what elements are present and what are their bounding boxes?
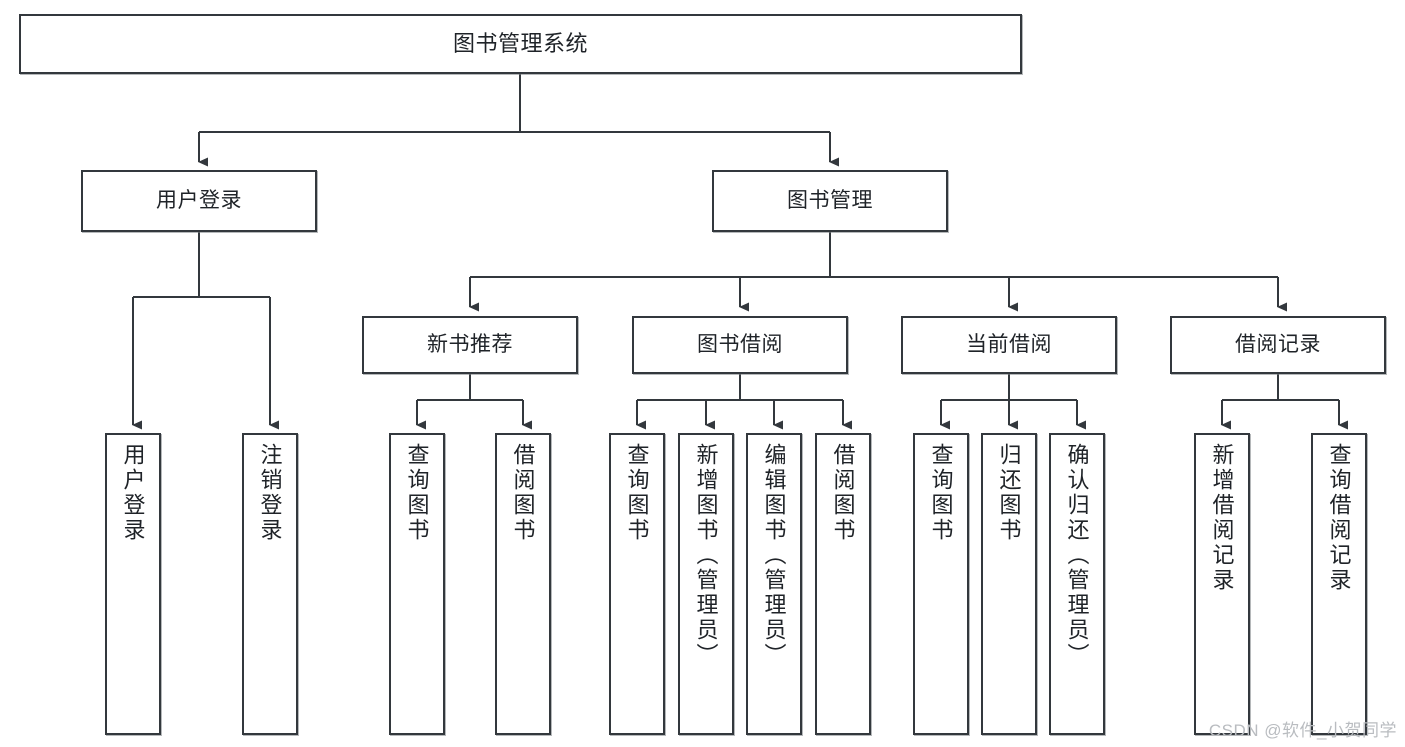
node-leaf-logout[interactable]: 注销登录 (242, 433, 298, 735)
node-label: 图书借阅 (697, 332, 783, 356)
node-label: 借阅图书 (830, 443, 856, 543)
node-leaf-query-borrow-record[interactable]: 查询借阅记录 (1311, 433, 1367, 735)
node-root-system[interactable]: 图书管理系统 (19, 14, 1022, 74)
node-label: 注销登录 (257, 443, 283, 543)
node-leaf-confirm-return-admin[interactable]: 确认归还（管理员） (1049, 433, 1105, 735)
node-leaf-user-login[interactable]: 用户登录 (105, 433, 161, 735)
node-label: 归还图书 (996, 443, 1022, 543)
node-leaf-query-book-borrow[interactable]: 查询图书 (609, 433, 665, 735)
node-label: 确认归还（管理员） (1064, 443, 1090, 668)
node-label: 用户登录 (156, 188, 242, 212)
node-current-borrow[interactable]: 当前借阅 (901, 316, 1117, 374)
node-leaf-query-book-current[interactable]: 查询图书 (913, 433, 969, 735)
node-label: 查询借阅记录 (1326, 443, 1352, 593)
node-label: 借阅记录 (1235, 332, 1321, 356)
node-label: 用户登录 (120, 443, 146, 543)
node-leaf-add-borrow-record[interactable]: 新增借阅记录 (1194, 433, 1250, 735)
node-leaf-borrow-book[interactable]: 借阅图书 (815, 433, 871, 735)
node-book-management[interactable]: 图书管理 (712, 170, 948, 232)
node-label: 编辑图书（管理员） (761, 443, 787, 668)
node-label: 新增图书（管理员） (693, 443, 719, 668)
node-label: 查询图书 (624, 443, 650, 543)
node-label: 图书管理系统 (452, 31, 588, 57)
node-label: 新增借阅记录 (1209, 443, 1235, 593)
node-label: 借阅图书 (510, 443, 536, 543)
node-leaf-edit-book-admin[interactable]: 编辑图书（管理员） (746, 433, 802, 735)
node-leaf-return-book[interactable]: 归还图书 (981, 433, 1037, 735)
node-leaf-add-book-admin[interactable]: 新增图书（管理员） (678, 433, 734, 735)
node-label: 图书管理 (787, 188, 873, 212)
csdn-watermark: CSDN @软件_小贺同学 (1208, 721, 1397, 740)
node-user-login[interactable]: 用户登录 (81, 170, 317, 232)
node-new-book-recommend[interactable]: 新书推荐 (362, 316, 578, 374)
node-label: 查询图书 (928, 443, 954, 543)
node-label: 查询图书 (404, 443, 430, 543)
node-book-borrow[interactable]: 图书借阅 (632, 316, 848, 374)
node-label: 当前借阅 (966, 332, 1052, 356)
node-label: 新书推荐 (427, 332, 513, 356)
node-leaf-query-book-newbook[interactable]: 查询图书 (389, 433, 445, 735)
node-leaf-borrow-book-newbook[interactable]: 借阅图书 (495, 433, 551, 735)
node-borrow-record[interactable]: 借阅记录 (1170, 316, 1386, 374)
